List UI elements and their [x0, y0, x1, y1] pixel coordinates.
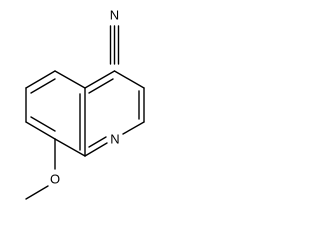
nitrile-nitrogen-label: N [110, 7, 119, 22]
bond-c4-c3 [113, 70, 145, 89]
bond-c5-c6-inner [30, 78, 56, 94]
methoxy-group: O [25, 138, 60, 200]
nitrile-group: N [109, 7, 120, 65]
structure-drawing: N N O [25, 7, 145, 200]
benzene-ring [25, 70, 86, 157]
bond-o-ch3 [25, 185, 49, 200]
bond-n1-c8a-inner [88, 136, 107, 148]
bond-c2-n1 [122, 121, 145, 135]
bond-c7-c8-inner [30, 116, 56, 132]
bond-c8-c8a [54, 138, 86, 157]
bond-c5-c6 [25, 70, 56, 89]
bond-c4a-c4 [84, 70, 116, 89]
bond-c4a-c4-inner [88, 78, 114, 94]
pyridine-ring: N [84, 70, 145, 157]
bond-n1-c8a [84, 142, 108, 157]
bond-c4a-c5 [54, 70, 86, 89]
structure-canvas: N N O [0, 0, 146, 234]
bond-c7-c8 [25, 121, 56, 140]
ether-oxygen-label: O [50, 171, 60, 186]
ring-nitrogen-label: N [110, 131, 119, 146]
